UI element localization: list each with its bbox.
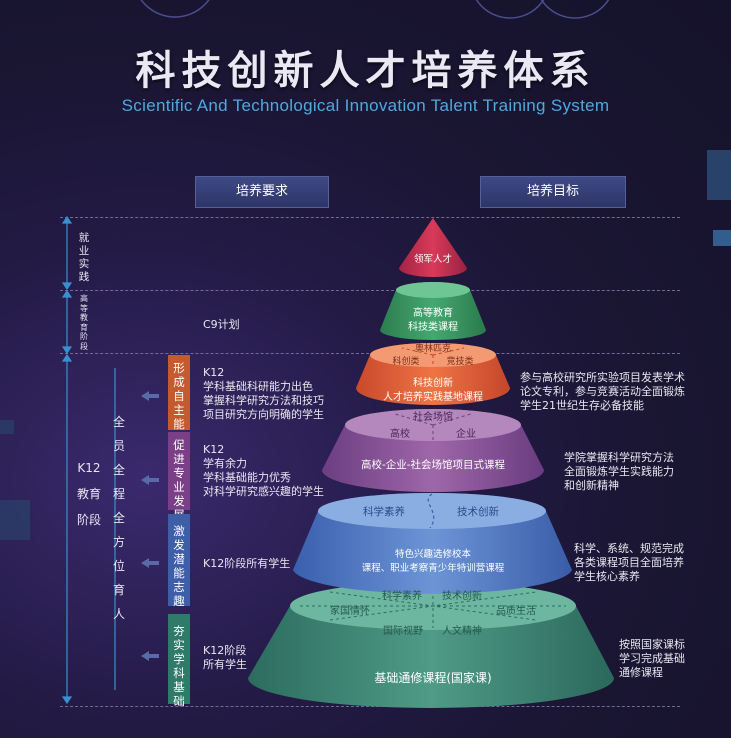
divider [60,217,680,218]
label-l5-top-2: 技术创新 [457,505,499,518]
label-l2-2: 科技类课程 [408,320,458,333]
label-l5-top-1: 科学素养 [363,505,405,518]
tag-potential-interest: 激发潜能志趣 [168,514,190,608]
label-l3-2: 人才培养实践基地课程 [383,390,483,403]
label-l4: 高校-企业-社会场馆项目式课程 [361,458,506,471]
divider [60,290,680,291]
requirement-c9: C9计划 [203,318,240,331]
requirement-level6: K12阶段所有学生 [203,644,247,671]
deco-square [0,420,14,434]
pyramid-level-4 [322,409,544,492]
label-l1: 领军人才 [414,253,452,265]
pyramid-level-1 [399,218,467,277]
deco-square [0,500,30,540]
requirement-level5: K12阶段所有学生 [203,557,291,570]
pyramid-level-5 [293,492,572,594]
label-l3-top-1: 奥林匹克 [415,342,451,354]
stage-k12: K12教育阶段 [76,461,101,527]
goal-level4: 学院掌握科学研究方法全面锻炼学生实践能力和创新精神 [564,451,674,492]
goal-level6: 按照国家课标学习完成基础通修课程 [619,638,685,679]
page-title: 科技创新人才培养体系 [135,48,596,94]
label-l6-top-6: 人文精神 [442,624,482,637]
label-l6-top-3: 家国情怀 [330,604,370,617]
arrows [141,391,159,661]
pyramid-level-2 [380,282,486,340]
stage-employment: 就业实践 [78,232,90,283]
goal-level3: 参与高校研究所实验项目发表学术论文专利，参与竞赛活动全面锻炼学生21世纪生存必备… [520,371,685,412]
divider [60,353,680,354]
label-l5-1: 特色兴趣选修校本 [395,548,472,560]
label-l2-1: 高等教育 [413,306,453,319]
top-decoration [140,0,610,19]
label-l5-2: 课程、职业考察青少年特训营课程 [362,562,505,574]
label-l4-top-2: 高校 [390,427,410,440]
whole-process-label: 全员全程全方位育人 [112,415,125,621]
label-l3-1: 科技创新 [413,376,453,389]
stage-axis [61,215,73,705]
label-l6-top-5: 国际视野 [383,624,423,637]
label-l6-top-2: 技术创新 [442,589,482,602]
tag-subject-foundation: 夯实学科基础 [168,614,190,708]
page-subtitle: Scientific And Technological Innovation … [121,96,610,115]
pyramid-level-6 [248,582,614,708]
label-l3-top-3: 竞技类 [446,355,473,367]
label-l6-top-1: 科学素养 [382,589,422,602]
goal-level5: 科学、系统、规范完成各类课程项目全面培养学生核心素养 [574,542,684,583]
whole-process-axis [114,368,116,690]
divider [60,706,680,707]
label-l6: 基础通修课程(国家课) [374,670,491,685]
stage-higher-education: 高等教育阶段 [80,294,88,351]
goals-header: 培养目标 [480,176,626,208]
label-l4-top-1: 社会场馆 [413,410,453,423]
label-l4-top-3: 企业 [456,427,476,440]
pyramid-level-3 [356,343,510,405]
tag-professional-development: 促进专业发展 [168,432,190,522]
label-l6-top-4: 品质生活 [496,604,536,617]
label-l3-top-2: 科创类 [392,355,419,367]
requirements-header: 培养要求 [195,176,329,208]
deco-square [707,150,731,200]
deco-square [713,230,731,246]
